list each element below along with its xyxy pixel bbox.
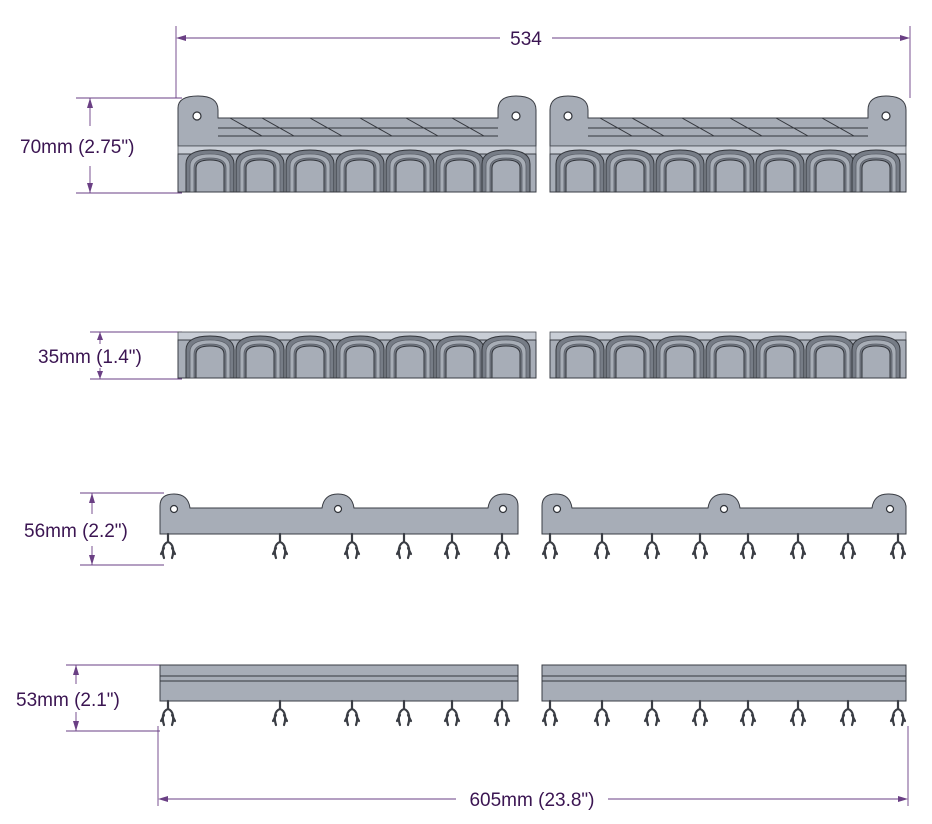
- mount-hole-icon: [881, 111, 891, 121]
- row3-height-dimension: 56mm (2.2"): [24, 492, 164, 566]
- row2-height-label: 35mm (1.4"): [38, 347, 142, 368]
- mount-hole-icon: [885, 504, 895, 514]
- row4-height-label: 53mm (2.1"): [16, 690, 120, 711]
- row1-height-label: 70mm (2.75"): [20, 137, 134, 158]
- row3-left-part: [159, 493, 519, 560]
- bottom-width-dimension: 605mm (23.8"): [157, 726, 909, 811]
- top-width-label: 534: [510, 29, 542, 50]
- row2-left-part: [177, 331, 537, 379]
- mount-hole-icon: [719, 504, 729, 514]
- row2-right-part: [549, 331, 907, 379]
- mount-hole-icon: [498, 504, 508, 514]
- mount-hole-icon: [511, 111, 521, 121]
- row1-right-part: [549, 95, 907, 193]
- mount-hole-icon: [552, 504, 562, 514]
- row3-height-label: 56mm (2.2"): [24, 521, 128, 542]
- row4-left-part: [159, 664, 519, 727]
- mount-hole-icon: [563, 111, 573, 121]
- mount-hole-icon: [169, 504, 179, 514]
- mount-hole-icon: [192, 111, 202, 121]
- bottom-width-label: 605mm (23.8"): [469, 790, 594, 811]
- row2-height-dimension: 35mm (1.4"): [38, 331, 182, 380]
- top-width-dimension: 534: [175, 26, 911, 98]
- row3-right-part: [541, 493, 907, 560]
- row4-height-dimension: 53mm (2.1"): [16, 664, 160, 732]
- mount-hole-icon: [333, 504, 343, 514]
- row4-right-part: [541, 664, 907, 727]
- row1-height-dimension: 70mm (2.75"): [20, 97, 182, 194]
- row1-left-part: [177, 95, 537, 193]
